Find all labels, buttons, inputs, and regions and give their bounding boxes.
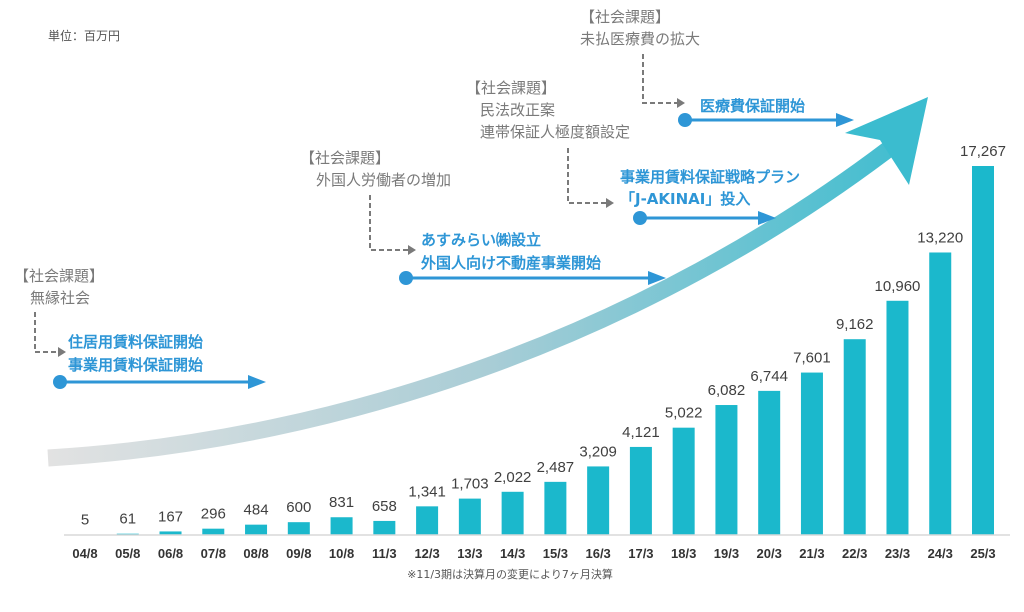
x-tick-label: 18/3 xyxy=(671,546,696,561)
issue-text: 連帯保証人極度額設定 xyxy=(480,123,630,141)
data-label: 2,487 xyxy=(537,459,575,476)
growth-arrow-head xyxy=(845,97,928,185)
x-tick-label: 14/3 xyxy=(500,546,525,561)
issue-header: 【社会課題】 xyxy=(14,267,104,285)
event-text: あすみらい㈱設立 xyxy=(421,231,541,249)
growth-arrow xyxy=(47,97,928,467)
bars: 5 04/8 61 05/8 167 06/8 296 07/8 484 08/8 600 09/8 8… xyxy=(72,143,1006,561)
x-tick-label: 12/3 xyxy=(414,546,439,561)
data-label: 831 xyxy=(329,494,354,511)
bar-23-3 xyxy=(886,300,909,535)
data-label: 17,267 xyxy=(960,143,1006,160)
issue-text: 外国人労働者の増加 xyxy=(316,171,451,189)
data-label: 2,022 xyxy=(494,469,532,486)
x-tick-label: 09/8 xyxy=(286,546,311,561)
bar-11-3 xyxy=(373,520,396,535)
data-label: 5,022 xyxy=(665,405,703,422)
x-tick-label: 04/8 xyxy=(72,546,97,561)
bar-25-3 xyxy=(972,166,994,535)
data-label: 3,209 xyxy=(579,443,617,460)
bar-24-3 xyxy=(929,252,952,535)
data-label: 61 xyxy=(119,511,136,528)
data-label: 7,601 xyxy=(793,350,831,367)
data-label: 484 xyxy=(244,502,269,519)
bar-17-3 xyxy=(629,446,652,535)
bar-08-8 xyxy=(245,524,268,535)
event-text: 住居用賃料保証開始 xyxy=(68,333,203,351)
bar-15-3 xyxy=(544,481,567,535)
issue-text: 民法改正案 xyxy=(480,101,555,119)
bar-21-3 xyxy=(800,372,823,535)
data-label: 600 xyxy=(286,499,311,516)
x-tick-label: 20/3 xyxy=(757,546,782,561)
x-tick-label: 08/8 xyxy=(243,546,268,561)
x-tick-label: 06/8 xyxy=(158,546,183,561)
annotation-1: 【社会課題】 無縁社会 住居用賃料保証開始 事業用賃料保証開始 xyxy=(14,267,266,389)
issue-header: 【社会課題】 xyxy=(580,8,670,26)
data-label: 6,744 xyxy=(750,368,788,385)
x-tick-label: 23/3 xyxy=(885,546,910,561)
x-tick-label: 24/3 xyxy=(928,546,953,561)
issue-header: 【社会課題】 xyxy=(300,149,390,167)
issue-text: 無縁社会 xyxy=(30,289,90,307)
bar-12-3 xyxy=(416,506,439,535)
bar-20-3 xyxy=(758,390,781,535)
x-tick-label: 11/3 xyxy=(372,546,397,561)
event-text: 医療費保証開始 xyxy=(700,97,805,115)
data-label: 296 xyxy=(201,506,226,523)
data-label: 13,220 xyxy=(917,229,963,246)
bar-18-3 xyxy=(672,427,695,535)
x-tick-label: 17/3 xyxy=(628,546,653,561)
data-label: 6,082 xyxy=(708,382,746,399)
x-tick-label: 07/8 xyxy=(201,546,226,561)
event-text: 事業用賃料保証開始 xyxy=(68,356,203,374)
event-text: 「J-AKINAI」投入 xyxy=(620,190,750,208)
footnote: ※11/3期は決算月の変更により7ヶ月決算 xyxy=(407,567,613,581)
bar-09-8 xyxy=(287,522,310,535)
data-label: 5 xyxy=(81,512,89,529)
annotation-4: 【社会課題】 未払医療費の拡大 医療費保証開始 xyxy=(580,8,854,127)
bar-14-3 xyxy=(501,491,524,535)
data-label: 1,703 xyxy=(451,476,489,493)
x-tick-label: 19/3 xyxy=(714,546,739,561)
event-text: 事業用賃料保証戦略プラン xyxy=(620,168,800,186)
x-tick-label: 22/3 xyxy=(842,546,867,561)
bar-19-3 xyxy=(715,405,738,535)
annotation-2: 【社会課題】 外国人労働者の増加 あすみらい㈱設立 外国人向け不動産事業開始 xyxy=(300,149,666,285)
data-label: 658 xyxy=(372,498,397,515)
data-label: 167 xyxy=(158,508,183,525)
data-label: 9,162 xyxy=(836,316,874,333)
bar-06-8 xyxy=(159,531,182,535)
x-tick-label: 25/3 xyxy=(970,546,995,561)
x-tick-label: 21/3 xyxy=(799,546,824,561)
bar-10-8 xyxy=(330,517,353,535)
x-tick-label: 05/8 xyxy=(115,546,140,561)
x-tick-label: 13/3 xyxy=(457,546,482,561)
bar-13-3 xyxy=(458,498,481,535)
x-tick-label: 10/8 xyxy=(329,546,354,561)
issue-text: 未払医療費の拡大 xyxy=(580,30,700,48)
data-label: 4,121 xyxy=(622,424,660,441)
x-tick-label: 15/3 xyxy=(543,546,568,561)
bar-16-3 xyxy=(587,466,610,535)
annotation-3: 【社会課題】 民法改正案 連帯保証人極度額設定 事業用賃料保証戦略プラン 「J-… xyxy=(466,79,800,225)
issue-header: 【社会課題】 xyxy=(466,79,556,97)
bar-22-3 xyxy=(843,339,866,535)
data-label: 1,341 xyxy=(408,483,446,500)
bar-07-8 xyxy=(202,528,225,535)
unit-label: 単位：百万円 xyxy=(48,28,120,43)
data-label: 10,960 xyxy=(875,278,921,295)
event-text: 外国人向け不動産事業開始 xyxy=(420,254,601,272)
growth-arrow-shaft xyxy=(47,141,896,467)
x-tick-label: 16/3 xyxy=(585,546,610,561)
